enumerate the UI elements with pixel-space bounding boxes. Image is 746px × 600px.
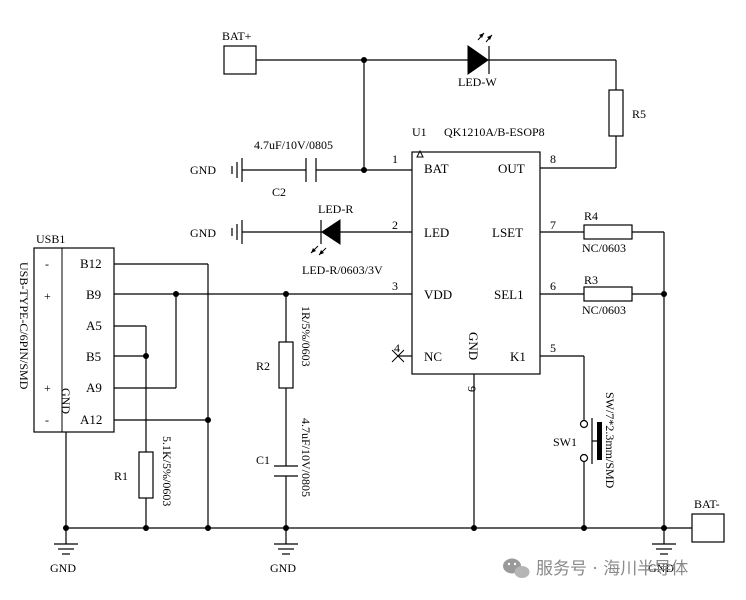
r4-value: NC/0603 xyxy=(582,241,626,255)
junction-gnd-5 xyxy=(471,525,477,531)
u1-pin-bat: BAT xyxy=(424,161,449,176)
pin-num-9: 9 xyxy=(465,386,479,392)
u1-pin-lset: LSET xyxy=(492,225,523,240)
usb1-ref: USB1 xyxy=(36,232,65,246)
u1-pin-gnd: GND xyxy=(466,332,481,360)
led-r-value: LED-R/0603/3V xyxy=(302,263,383,277)
u1-ref: U1 xyxy=(412,125,427,139)
sw1-value: SW/7*2.3mm/SMD xyxy=(603,392,617,489)
gnd-label-right: GND xyxy=(648,561,674,575)
usb1-pin-b5: B5 xyxy=(86,349,101,364)
r3-value: NC/0603 xyxy=(582,303,626,317)
u1-pin-nc: NC xyxy=(424,349,442,364)
usb1-mark-minus-bottom: - xyxy=(45,413,49,427)
u1-pin-k1: K1 xyxy=(510,349,526,364)
usb1-inner-gnd: GND xyxy=(59,388,73,414)
usb1-pin-a9: A9 xyxy=(86,380,102,395)
sw1-switch xyxy=(579,418,602,464)
led-r-ref: LED-R xyxy=(318,202,353,216)
r5-label: R5 xyxy=(632,107,646,121)
watermark-text: 服务号 · 海川半导体 xyxy=(536,559,688,579)
pin-num-3: 3 xyxy=(392,279,398,293)
r3-resistor xyxy=(583,286,633,302)
pin-num-8: 8 xyxy=(550,152,556,166)
watermark: 服务号 · 海川半导体 xyxy=(503,558,688,579)
gnd-symbol-middle xyxy=(274,528,298,555)
wechat-icon xyxy=(503,558,530,578)
led-w-diode xyxy=(467,32,493,75)
u1-pin-vdd: VDD xyxy=(424,287,452,302)
r2-ref: R2 xyxy=(256,359,270,373)
bat-plus-label: BAT+ xyxy=(222,29,252,43)
c1-value: 4.7uF/10V/0805 xyxy=(299,418,313,497)
gnd-symbol-right xyxy=(652,528,676,555)
junction-gnd-6 xyxy=(581,525,587,531)
pin-num-6: 6 xyxy=(550,279,556,293)
u1-pin-led: LED xyxy=(424,225,449,240)
usb1-pin-a5: A5 xyxy=(86,318,102,333)
pin-num-7: 7 xyxy=(550,218,556,232)
gnd-label-led: GND xyxy=(190,226,216,240)
usb1-body xyxy=(33,247,115,433)
gnd-symbol-c2 xyxy=(231,158,243,182)
c1-capacitor xyxy=(274,465,298,477)
u1-part: QK1210A/B-ESOP8 xyxy=(444,125,545,139)
c1-ref: C1 xyxy=(256,453,270,467)
gnd-label-c2: GND xyxy=(190,163,216,177)
pin-num-4: 4 xyxy=(394,341,400,355)
r2-resistor xyxy=(278,341,294,389)
bat-minus-connector xyxy=(691,513,725,543)
junction-gnd-2 xyxy=(143,525,149,531)
led-r-diode xyxy=(310,219,341,256)
r2-value: 1R/5%/0603 xyxy=(299,306,313,367)
pin-num-1: 1 xyxy=(392,152,398,166)
u1-ic-body xyxy=(411,151,541,375)
bat-plus-connector xyxy=(223,45,257,75)
r4-resistor xyxy=(583,224,633,240)
usb1-mark-plus-bottom: + xyxy=(44,381,51,395)
usb1-pin-b9: B9 xyxy=(86,287,101,302)
pin-num-2: 2 xyxy=(392,218,398,232)
c2-ref: C2 xyxy=(272,185,286,199)
u1-pin-sel1: SEL1 xyxy=(494,287,524,302)
gnd-symbol-led xyxy=(231,220,243,244)
usb1-mark-plus-top: + xyxy=(44,289,51,303)
sw1-ref: SW1 xyxy=(553,435,577,449)
gnd-label-middle: GND xyxy=(270,561,296,575)
r1-value: 5.1K/5%/0603 xyxy=(160,436,174,506)
gnd-symbol-left xyxy=(54,528,78,555)
led-w-label: LED-W xyxy=(458,75,497,89)
u1-pin-out: OUT xyxy=(498,161,525,176)
r3-ref: R3 xyxy=(584,273,598,287)
usb1-pin-a12: A12 xyxy=(80,412,102,427)
c2-capacitor xyxy=(305,158,317,182)
pin-num-5: 5 xyxy=(550,341,556,355)
r1-ref: R1 xyxy=(114,469,128,483)
c2-value: 4.7uF/10V/0805 xyxy=(254,138,333,152)
bat-minus-label: BAT- xyxy=(694,497,720,511)
r4-ref: R4 xyxy=(584,209,598,223)
usb1-part: USB-TYPE-C/6PIN/SMD xyxy=(17,262,31,390)
u1-pin1-marker xyxy=(416,149,424,158)
r5-resistor xyxy=(608,89,624,137)
r1-resistor xyxy=(138,451,154,499)
usb1-pin-b12: B12 xyxy=(80,256,102,271)
junction-gnd-3 xyxy=(205,525,211,531)
gnd-label-left: GND xyxy=(50,561,76,575)
usb1-mark-minus-top: - xyxy=(45,257,49,271)
nc-no-connect-x xyxy=(391,349,405,363)
